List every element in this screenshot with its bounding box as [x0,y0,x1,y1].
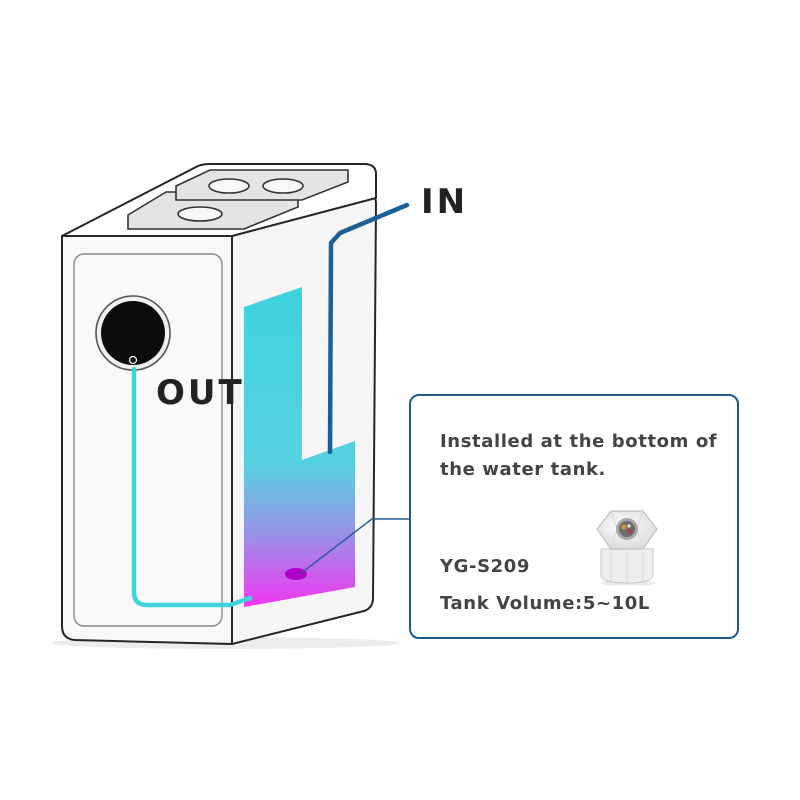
model-number: YG-S209 [440,556,531,577]
outlet-label: OUT [156,373,245,413]
sensor-info-card: Installed at the bottom of the water tan… [409,394,739,639]
front-panel-inset [73,253,223,627]
filter-cartridges [177,178,304,222]
water-tank [244,287,355,607]
callout-leader [299,518,409,575]
outlet-pipe [131,366,253,608]
sensor-photo [596,510,658,586]
installation-note: Installed at the bottom of the water tan… [440,431,718,480]
tank-volume: Tank Volume:5~10L [440,593,650,614]
inlet-label: IN [421,182,469,222]
unit-front-face [61,235,233,645]
inlet-pipe [327,202,410,455]
sensor-location [285,568,307,580]
